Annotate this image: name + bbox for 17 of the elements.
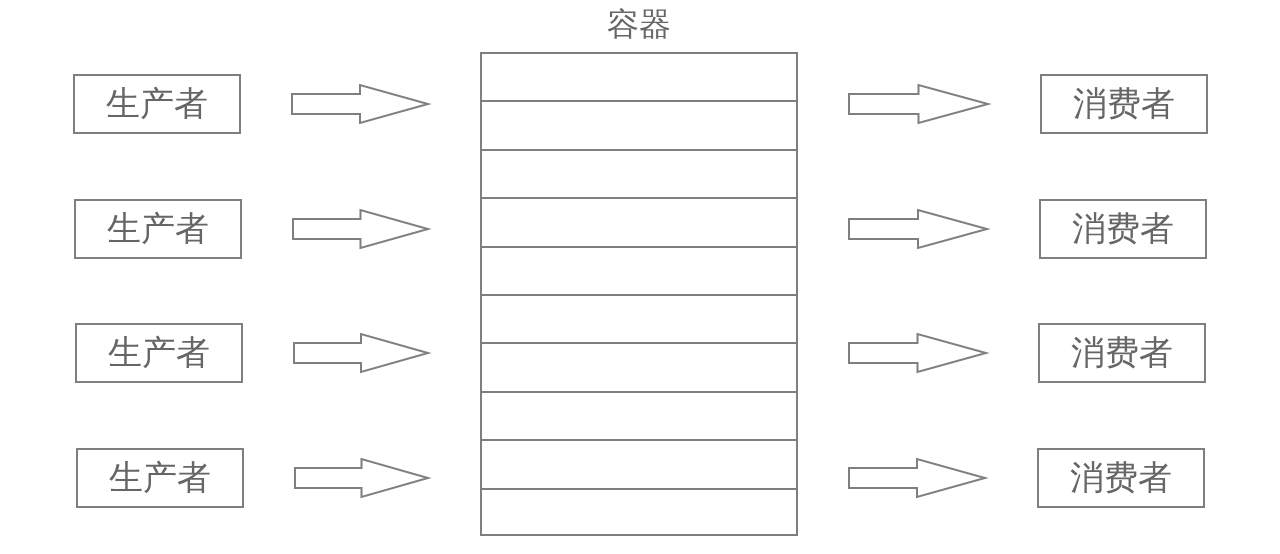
block-arrow [293,332,432,374]
producer-box: 生产者 [74,199,242,259]
block-arrow [292,208,432,250]
consumer-box: 消费者 [1037,448,1205,508]
producer-box: 生产者 [75,323,243,383]
block-arrow [848,332,990,374]
consumer-box: 消费者 [1040,74,1208,134]
producer-box: 生产者 [73,74,241,134]
block-arrow [848,83,992,125]
block-arrow [848,457,989,499]
block-arrow [848,208,991,250]
producer-box: 生产者 [76,448,244,508]
block-arrow [291,83,432,125]
block-arrow [294,457,432,499]
consumer-box: 消费者 [1038,323,1206,383]
container-title: 容器 [606,4,672,44]
consumer-box: 消费者 [1039,199,1207,259]
